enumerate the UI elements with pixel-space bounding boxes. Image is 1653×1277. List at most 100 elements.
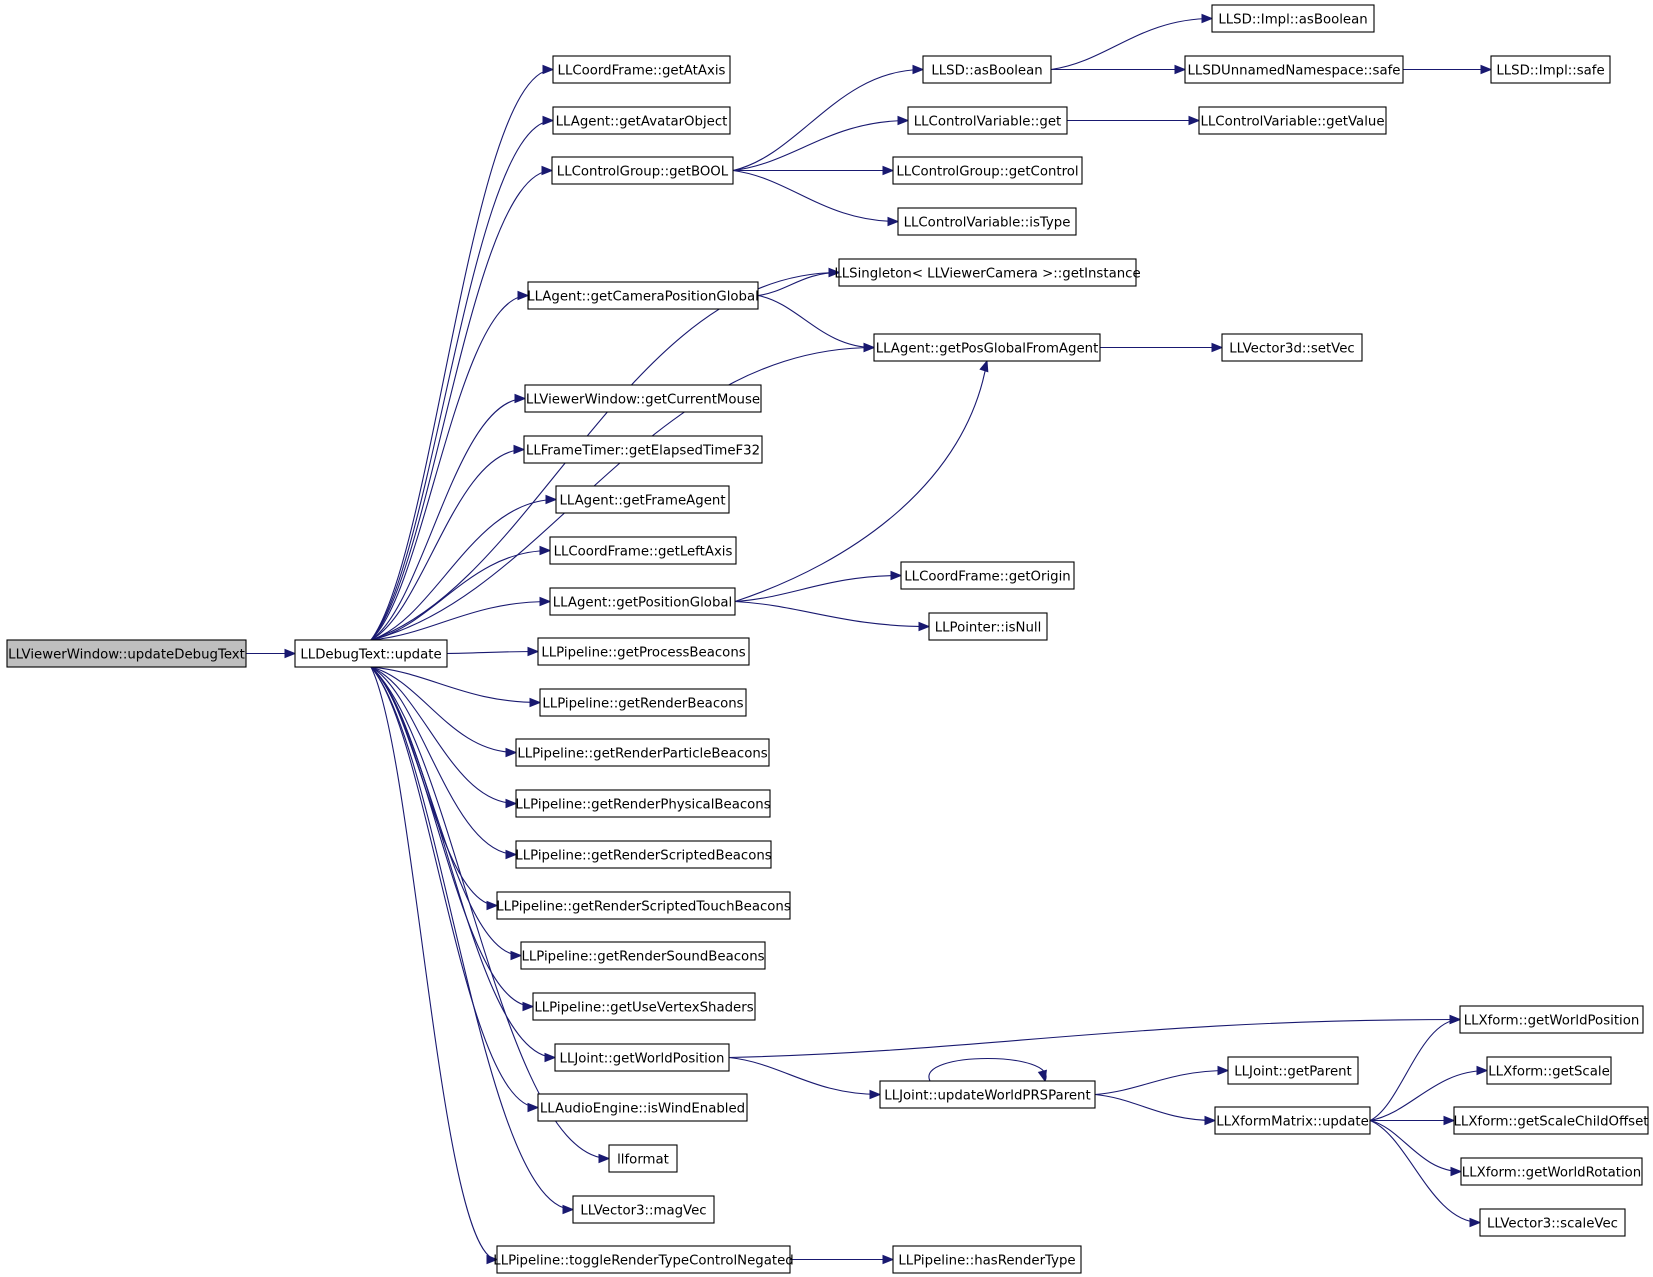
edge-arrowhead bbox=[1443, 1115, 1456, 1126]
node-llpipeline-getrendersoundbeacons[interactable]: LLPipeline::getRenderSoundBeacons bbox=[520, 941, 766, 970]
edge-path bbox=[370, 397, 526, 641]
node-label: LLControlVariable::isType bbox=[904, 216, 1071, 231]
node-llpipeline-togglerendertypecontrolnegated[interactable]: LLPipeline::toggleRenderTypeControlNegat… bbox=[493, 1245, 794, 1274]
node-llvector3-scalevec[interactable]: LLVector3::scaleVec bbox=[1479, 1208, 1626, 1237]
node-llcontrolgroup-getcontrol[interactable]: LLControlGroup::getControl bbox=[892, 156, 1083, 185]
edge-arrowhead bbox=[869, 1089, 882, 1100]
node-llcoordframe-getleftaxis[interactable]: LLCoordFrame::getLeftAxis bbox=[549, 536, 737, 565]
edge-n36-n37 bbox=[1369, 1065, 1489, 1122]
node-label: LLControlGroup::getBOOL bbox=[557, 165, 729, 180]
edge-path bbox=[370, 549, 551, 641]
node-box bbox=[515, 840, 772, 869]
node-llsdunnamednamespace-safe[interactable]: LLSDUnnamedNamespace::safe bbox=[1184, 55, 1404, 84]
node-box bbox=[549, 587, 736, 616]
node-llcontrolvariable-istype[interactable]: LLControlVariable::isType bbox=[897, 207, 1077, 236]
node-llxformmatrix-update[interactable]: LLXformMatrix::update bbox=[1214, 1106, 1371, 1135]
node-box bbox=[537, 1093, 748, 1122]
edge-n36-n40 bbox=[1369, 1119, 1482, 1228]
edge-n15-n16 bbox=[1100, 342, 1224, 353]
node-label: LLAgent::getPosGlobalFromAgent bbox=[876, 342, 1099, 357]
node-llpipeline-getrenderscriptedbeacons[interactable]: LLPipeline::getRenderScriptedBeacons bbox=[515, 840, 772, 869]
node-llpipeline-hasrendertype[interactable]: LLPipeline::hasRenderType bbox=[892, 1245, 1082, 1274]
node-lljoint-getparent[interactable]: LLJoint::getParent bbox=[1227, 1056, 1359, 1085]
node-llagent-getpositionglobal[interactable]: LLAgent::getPositionGlobal bbox=[549, 587, 736, 616]
node-llpipeline-getrenderbeacons[interactable]: LLPipeline::getRenderBeacons bbox=[539, 688, 747, 717]
node-box bbox=[1460, 1157, 1643, 1186]
node-label: LLViewerWindow::updateDebugText bbox=[8, 648, 245, 663]
node-llcoordframe-getorigin[interactable]: LLCoordFrame::getOrigin bbox=[900, 561, 1075, 590]
node-llxform-getworldposition[interactable]: LLXform::getWorldPosition bbox=[1459, 1005, 1644, 1034]
edge-arrowhead bbox=[539, 545, 552, 556]
edge-path bbox=[370, 666, 517, 754]
node-label: LLSingleton< LLViewerCamera >::getInstan… bbox=[834, 267, 1140, 282]
edge-n1-n32 bbox=[370, 666, 557, 1063]
node-llviewerwindow-updatedebugtext[interactable]: LLViewerWindow::updateDebugText bbox=[6, 639, 247, 668]
node-llxform-getscale[interactable]: LLXform::getScale bbox=[1486, 1056, 1612, 1085]
node-label: LLPipeline::getRenderBeacons bbox=[542, 697, 743, 712]
function-nodes: LLViewerWindow::updateDebugText LLDebugTe… bbox=[6, 4, 1649, 1274]
edge-arrowhead bbox=[284, 648, 297, 659]
node-llagent-getavatarobject[interactable]: LLAgent::getAvatarObject bbox=[552, 106, 731, 135]
node-label: LLPipeline::hasRenderType bbox=[898, 1254, 1075, 1269]
node-lldebugtext-update[interactable]: LLDebugText::update bbox=[294, 639, 448, 668]
node-llpointer-isnull[interactable]: LLPointer::isNull bbox=[928, 612, 1048, 641]
edge-arrowhead bbox=[1217, 1065, 1230, 1076]
node-llxform-getscalechildoffset[interactable]: LLXform::getScaleChildOffset bbox=[1453, 1106, 1649, 1135]
node-llagent-getcamerapositionglobal[interactable]: LLAgent::getCameraPositionGlobal bbox=[527, 281, 759, 310]
edge-arrowhead bbox=[514, 393, 527, 404]
edge-path bbox=[370, 666, 517, 805]
node-llcontrolgroup-getbool[interactable]: LLControlGroup::getBOOL bbox=[551, 156, 734, 185]
node-llformat[interactable]: llformat bbox=[608, 1144, 678, 1173]
node-llagent-getframeagent[interactable]: LLAgent::getFrameAgent bbox=[555, 485, 730, 514]
node-llvector3d-setvec[interactable]: LLVector3d::setVec bbox=[1221, 333, 1363, 362]
node-box bbox=[551, 156, 734, 185]
node-box bbox=[1490, 55, 1611, 84]
node-llviewerwindow-getcurrentmouse[interactable]: LLViewerWindow::getCurrentMouse bbox=[524, 384, 762, 413]
edge-path bbox=[370, 498, 557, 641]
node-llpipeline-getrenderphysicalbeacons[interactable]: LLPipeline::getRenderPhysicalBeacons bbox=[515, 789, 771, 818]
node-lljoint-updateworldprsparent[interactable]: LLJoint::updateWorldPRSParent bbox=[879, 1080, 1096, 1109]
node-box bbox=[922, 55, 1052, 84]
node-llagent-getposglobalfromagent[interactable]: LLAgent::getPosGlobalFromAgent bbox=[873, 333, 1101, 362]
node-llsd-asboolean[interactable]: LLSD::asBoolean bbox=[922, 55, 1052, 84]
node-label: LLControlVariable::get bbox=[914, 115, 1062, 130]
node-box bbox=[524, 384, 762, 413]
edge-arrowhead bbox=[510, 950, 523, 961]
edge-n36-n33 bbox=[1369, 1014, 1462, 1121]
edge-path bbox=[370, 666, 610, 1160]
node-box bbox=[1479, 1208, 1626, 1237]
node-llpipeline-getrenderscriptedtouchbeacons[interactable]: LLPipeline::getRenderScriptedTouchBeacon… bbox=[496, 891, 791, 920]
node-llsd-impl-asboolean[interactable]: LLSD::Impl::asBoolean bbox=[1211, 4, 1375, 33]
edge-arrowhead bbox=[527, 1102, 540, 1113]
node-llcontrolvariable-get[interactable]: LLControlVariable::get bbox=[907, 106, 1068, 135]
node-llcoordframe-getataxis[interactable]: LLCoordFrame::getAtAxis bbox=[552, 55, 731, 84]
node-box bbox=[520, 941, 766, 970]
edge-n1-n31 bbox=[370, 666, 535, 1012]
node-llpipeline-getrenderparticlebeacons[interactable]: LLPipeline::getRenderParticleBeacons bbox=[515, 738, 770, 767]
edge-arrowhead bbox=[882, 1254, 895, 1265]
node-llpipeline-getprocessbeacons[interactable]: LLPipeline::getProcessBeacons bbox=[537, 637, 750, 666]
node-llaudioengine-iswindenabled[interactable]: LLAudioEngine::isWindEnabled bbox=[537, 1093, 748, 1122]
edge-path bbox=[370, 666, 574, 1211]
edge-arrowhead bbox=[505, 798, 518, 809]
edge-arrowhead bbox=[1201, 13, 1214, 24]
edge-path bbox=[370, 666, 556, 1059]
edge-n1-n2 bbox=[370, 64, 555, 641]
edge-arrowhead bbox=[1188, 115, 1201, 126]
node-llcontrolvariable-getvalue[interactable]: LLControlVariable::getValue bbox=[1198, 106, 1387, 135]
node-lljoint-getworldposition[interactable]: LLJoint::getWorldPosition bbox=[554, 1043, 730, 1072]
node-llxform-getworldrotation[interactable]: LLXform::getWorldRotation bbox=[1460, 1157, 1643, 1186]
edge-n4-n9 bbox=[732, 115, 910, 172]
node-llvector3-magvec[interactable]: LLVector3::magVec bbox=[572, 1195, 715, 1224]
node-llframetimer-getelapsedtimef32[interactable]: LLFrameTimer::getElapsedTimeF32 bbox=[523, 435, 763, 464]
node-llsingleton-llviewercamera-getinstance[interactable]: LLSingleton< LLViewerCamera >::getInstan… bbox=[834, 258, 1141, 287]
node-box bbox=[928, 612, 1048, 641]
edge-n1-n19 bbox=[370, 494, 558, 641]
node-llpipeline-getusevertexshaders[interactable]: LLPipeline::getUseVertexShaders bbox=[532, 992, 756, 1021]
node-box bbox=[838, 258, 1137, 287]
node-box bbox=[552, 106, 731, 135]
node-label: LLXform::getWorldRotation bbox=[1462, 1166, 1641, 1181]
edge-path bbox=[370, 294, 529, 641]
node-llsd-impl-safe[interactable]: LLSD::Impl::safe bbox=[1490, 55, 1611, 84]
edge-n21-n22 bbox=[734, 570, 903, 603]
